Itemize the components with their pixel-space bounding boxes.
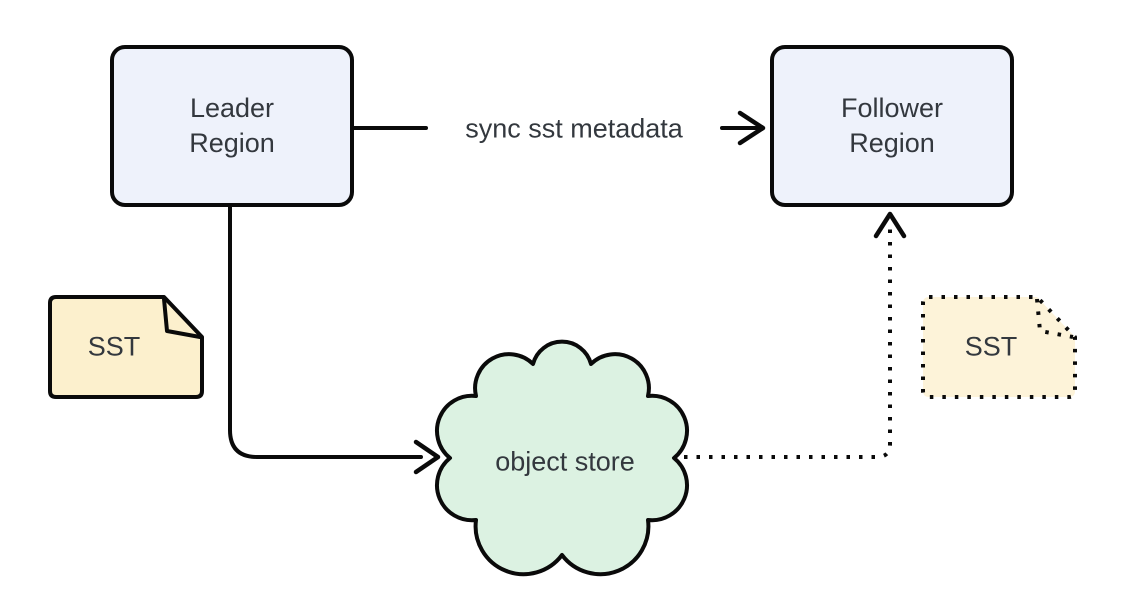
sst-replica-node: [921, 295, 1077, 399]
sst-source-page-outline: [48, 295, 204, 399]
object-store-label: object store: [495, 446, 635, 477]
sst-replica-page-outline: [921, 295, 1077, 399]
edge-leader-to-object-store: [228, 204, 441, 475]
leader-region-node: [110, 45, 354, 207]
sync-edge-label: sync sst metadata: [465, 113, 683, 144]
sst-source-folded-corner-icon: [162, 297, 202, 339]
sync-edge-arrowhead-icon: [737, 110, 766, 146]
sst-source-node: [48, 295, 204, 399]
follower-region-node: [770, 45, 1014, 207]
upload-edge-path: [228, 204, 423, 459]
object-store-cloud-node: [435, 339, 689, 577]
leader-region-label: Leader Region: [189, 91, 275, 161]
sst-source-label: SST: [87, 331, 141, 362]
edge-object-store-to-follower: [684, 211, 907, 459]
replicate-edge-arrowhead-icon: [873, 211, 907, 239]
diagram-shapes: [48, 45, 1077, 577]
leader-region-label-line2: Region: [189, 128, 275, 158]
follower-region-label-line2: Region: [849, 128, 935, 158]
follower-region-label: Follower Region: [841, 91, 943, 161]
upload-edge-arrowhead-icon: [413, 439, 441, 475]
follower-region-label-line1: Follower: [840, 93, 944, 123]
edge-sync-sst-metadata: [352, 110, 766, 146]
leader-region-label-line1: Leader: [189, 93, 275, 123]
replicate-edge-path: [684, 228, 892, 459]
sst-replica-label: SST: [964, 331, 1018, 362]
